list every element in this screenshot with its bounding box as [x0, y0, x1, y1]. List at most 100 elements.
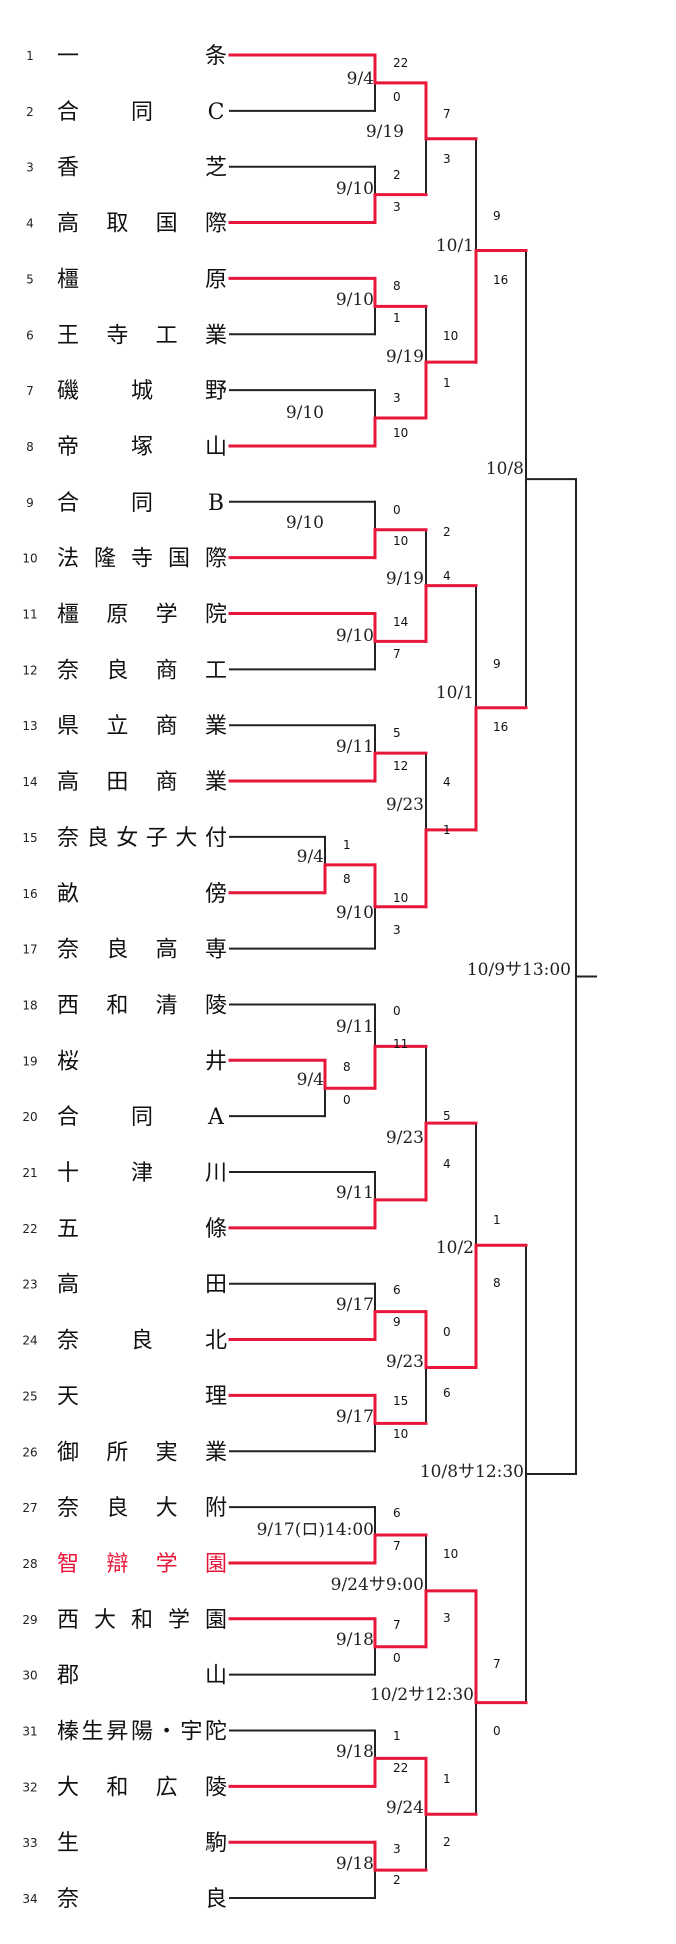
- match-dates: 9/49/199/1010/19/109/199/1010/89/109/199…: [257, 69, 571, 1874]
- team-name-char: 奈: [57, 1496, 79, 1521]
- match-score: 10: [443, 329, 458, 343]
- team-name-char: 良: [87, 826, 109, 851]
- match-date: 9/19: [386, 347, 424, 367]
- match-score: 2: [393, 168, 401, 182]
- winner-path-lines: [228, 53, 528, 1872]
- match-date: 10/2: [436, 1238, 474, 1258]
- team-name-char: 女: [116, 826, 138, 851]
- team-number: 33: [22, 1836, 37, 1850]
- team-name-char: 学: [156, 603, 178, 628]
- team-name-char: 郡: [57, 1664, 79, 1689]
- match-score: 3: [393, 1842, 401, 1856]
- team-name-char: 大: [156, 1496, 178, 1521]
- match-date: 9/4: [297, 1070, 324, 1090]
- match-score: 10: [393, 891, 408, 905]
- team-name-char: 十: [57, 1161, 79, 1186]
- team-name-char: 野: [205, 379, 227, 404]
- match-score: 5: [443, 1109, 451, 1123]
- match-score: 4: [443, 775, 451, 789]
- match-score: 15: [393, 1394, 408, 1408]
- match-score: 0: [393, 503, 401, 517]
- team-name-char: 大: [175, 826, 197, 851]
- match-score: 12: [393, 759, 408, 773]
- team-name-char: 園: [205, 1608, 227, 1633]
- team-name-char: 条: [205, 44, 227, 69]
- match-score: 3: [443, 1611, 451, 1625]
- team-name-char: 際: [205, 212, 227, 237]
- team-name-char: 業: [205, 323, 227, 348]
- team-name-char: 西: [57, 993, 79, 1018]
- team-name-char: 陵: [205, 1775, 227, 1800]
- match-score: 22: [393, 1761, 408, 1775]
- match-date: 9/17: [336, 1407, 374, 1427]
- team-name-char: 陽: [131, 1720, 153, 1745]
- team-name-char: 奈: [57, 1887, 79, 1912]
- team-name-char: 付: [205, 826, 227, 851]
- match-score: 1: [393, 311, 401, 325]
- team-number: 6: [26, 328, 34, 342]
- team-name-char: 合: [57, 1105, 79, 1130]
- team-name-char: 山: [205, 435, 227, 460]
- team-name-char: 磯: [57, 379, 79, 404]
- match-score: 0: [393, 1651, 401, 1665]
- team-name-char: 院: [205, 603, 227, 628]
- team-name-char: 良: [106, 658, 128, 683]
- team-name-char: 業: [205, 1440, 227, 1465]
- team-name-char: 同: [131, 1105, 153, 1130]
- team-name-char: 合: [57, 100, 79, 125]
- team-name-char: 原: [106, 603, 128, 628]
- match-date: 9/10: [336, 290, 374, 310]
- match-date: 9/4: [347, 69, 374, 89]
- team-name-char: 奈: [57, 826, 79, 851]
- team-name-char: 高: [57, 1273, 79, 1298]
- match-score: 3: [393, 200, 401, 214]
- team-name-char: 桜: [57, 1049, 79, 1074]
- match-score: 10: [393, 1427, 408, 1441]
- team-name-char: 陀: [205, 1720, 227, 1745]
- team-number: 24: [22, 1334, 37, 1348]
- team-number: 32: [22, 1780, 37, 1794]
- match-score: 8: [343, 1060, 351, 1074]
- match-score: 3: [393, 391, 401, 405]
- team-name-char: 塚: [131, 435, 153, 460]
- match-score: 1: [443, 1772, 451, 1786]
- match-score: 8: [493, 1276, 501, 1290]
- match-score: 1: [443, 823, 451, 837]
- team-name-char: 香: [57, 156, 79, 181]
- team-name-char: 城: [131, 379, 153, 404]
- match-score: 0: [443, 1325, 451, 1339]
- team-number: 5: [26, 272, 34, 286]
- team-number: 15: [22, 831, 37, 845]
- team-name-char: 合: [57, 491, 79, 516]
- team-number: 8: [26, 440, 34, 454]
- team-name-char: A: [207, 1105, 225, 1130]
- match-score: 9: [393, 1315, 401, 1329]
- match-score: 0: [493, 1724, 501, 1738]
- team-number: 4: [26, 217, 34, 231]
- team-name-char: 高: [156, 938, 178, 963]
- team-name-char: 商: [156, 658, 178, 683]
- team-name-char: 同: [131, 491, 153, 516]
- match-score: 14: [393, 615, 408, 629]
- team-number: 34: [22, 1892, 37, 1906]
- team-name-char: 清: [156, 993, 178, 1018]
- match-score: 4: [443, 569, 451, 583]
- team-name-char: 生: [57, 1831, 79, 1856]
- match-date: 10/8サ12:30: [420, 1462, 524, 1482]
- team-name-char: 天: [57, 1384, 79, 1409]
- team-number: 18: [22, 998, 37, 1012]
- team-name-char: 田: [205, 1273, 227, 1298]
- team-number: 27: [22, 1501, 37, 1515]
